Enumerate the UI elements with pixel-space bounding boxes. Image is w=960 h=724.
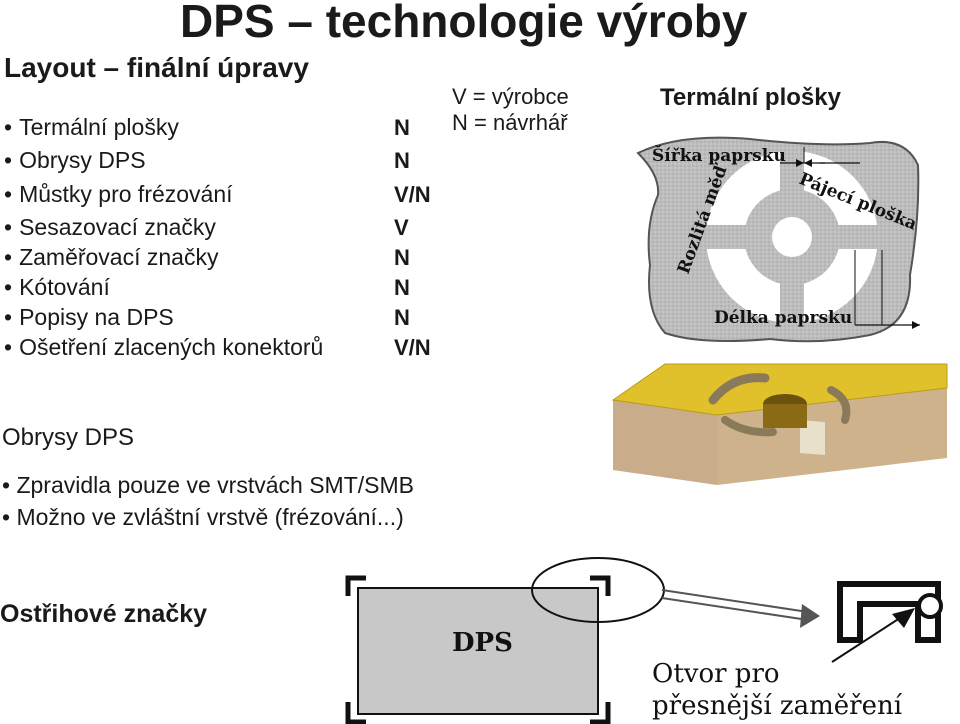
list-item: Obrysy DPS: [4, 147, 146, 174]
hole-arrowhead: [892, 608, 915, 628]
item-label: Obrysy DPS: [19, 147, 146, 173]
layout-list: Termální plošky Obrysy DPS Můstky pro fr…: [4, 0, 454, 380]
list-item: Kótování: [4, 274, 110, 301]
item-flag: V/N: [394, 335, 431, 360]
layout-heading: Layout – finální úpravy: [4, 52, 309, 83]
item-flag: N: [394, 275, 410, 300]
item-flag: N: [394, 305, 410, 330]
legend-navrhar: N = návrhář: [452, 110, 568, 135]
crop-mark-tr: [590, 575, 611, 596]
hole-label-line2: přesnější zaměření: [652, 691, 903, 721]
outline-item-1: • Zpravidla pouze ve vrstvách SMT/SMB: [2, 472, 414, 498]
pad-hole: [772, 217, 812, 257]
arrowhead: [804, 159, 812, 167]
notch-face: [800, 420, 825, 455]
list-item: Termální plošky: [4, 114, 179, 141]
hole-label-line1: Otvor pro: [652, 659, 780, 689]
list-item: Popisy na DPS: [4, 304, 174, 331]
relief-slot: [721, 416, 777, 437]
item-label: Můstky pro frézování: [19, 181, 233, 207]
thermal-3d-illustration: [611, 363, 948, 485]
item-flag: N: [394, 245, 410, 270]
via-barrel: [763, 404, 807, 428]
list-item: Zpravidla pouze ve vrstvách SMT/SMB: [16, 472, 414, 498]
page-title: DPS – technologie výroby: [180, 0, 748, 47]
relief-slot: [827, 386, 851, 424]
crop-marks-diagram: DPS Otvor pro přesnější zaměření: [345, 557, 943, 724]
item-flag: V: [394, 215, 409, 240]
crop-heading: Ostřihové značky: [0, 600, 208, 628]
item-label: Ošetření zlacených konektorů: [19, 334, 324, 360]
item-flag: V/N: [394, 182, 431, 207]
item-label: Termální plošky: [19, 114, 179, 140]
label-length: Délka paprsku: [714, 308, 852, 328]
list-item: Možno ve zvláštní vrstvě (frézování...): [16, 504, 404, 530]
board-side-left: [613, 400, 717, 485]
list-item: Ošetření zlacených konektorů: [4, 334, 323, 361]
outline-item-2: • Možno ve zvláštní vrstvě (frézování...…: [2, 504, 404, 530]
board-top: [611, 363, 948, 416]
crop-mark-bl: [345, 702, 366, 724]
arrowhead: [912, 321, 920, 329]
zoom-arrowhead: [800, 604, 820, 628]
legend: V = výrobce N = návrhář: [452, 84, 569, 136]
legend-vyrobce: V = výrobce: [452, 84, 569, 109]
item-flag: N: [394, 115, 410, 140]
arrowhead: [796, 159, 804, 167]
crop-mark-br: [590, 702, 611, 724]
hole-arrow-line: [831, 617, 901, 663]
enlarged-crop-mark: [837, 581, 941, 643]
board-label: DPS: [452, 628, 513, 658]
item-flag: N: [394, 148, 410, 173]
zoom-arrow-line: [661, 597, 809, 621]
thermal-relief-diagram: Šířka paprsku Pájecí ploška Rozlitá měď …: [636, 136, 920, 343]
relief-slot: [708, 373, 770, 405]
list-item: Můstky pro frézování: [4, 181, 233, 208]
alignment-hole: [917, 593, 943, 619]
crop-mark-tl: [345, 575, 366, 596]
thermal-heading: Termální plošky: [660, 84, 841, 111]
list-item: Sesazovací značky: [4, 214, 216, 241]
outline-heading: Obrysy DPS: [2, 424, 135, 451]
item-label: Kótování: [19, 274, 110, 300]
list-item: Zaměřovací značky: [4, 244, 218, 271]
zoom-arrow-line: [661, 589, 809, 613]
item-label: Sesazovací značky: [19, 214, 216, 240]
item-label: Popisy na DPS: [19, 304, 174, 330]
board-rectangle: [357, 587, 599, 715]
item-label: Zaměřovací značky: [19, 244, 219, 270]
label-width: Šířka paprsku: [652, 145, 786, 166]
